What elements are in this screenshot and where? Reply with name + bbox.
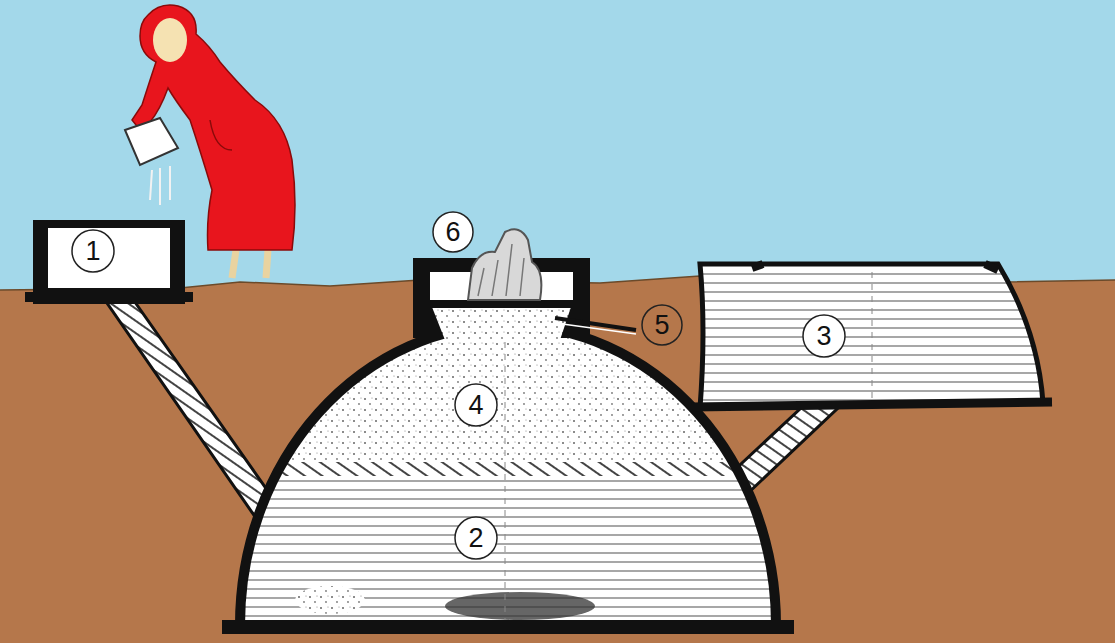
callout-number: 1 (73, 231, 113, 271)
callout-number: 3 (804, 316, 844, 356)
callout-number: 6 (433, 212, 473, 252)
callout-number: 5 (642, 305, 682, 345)
callout-number: 4 (456, 385, 496, 425)
callout-number: 2 (456, 518, 496, 558)
